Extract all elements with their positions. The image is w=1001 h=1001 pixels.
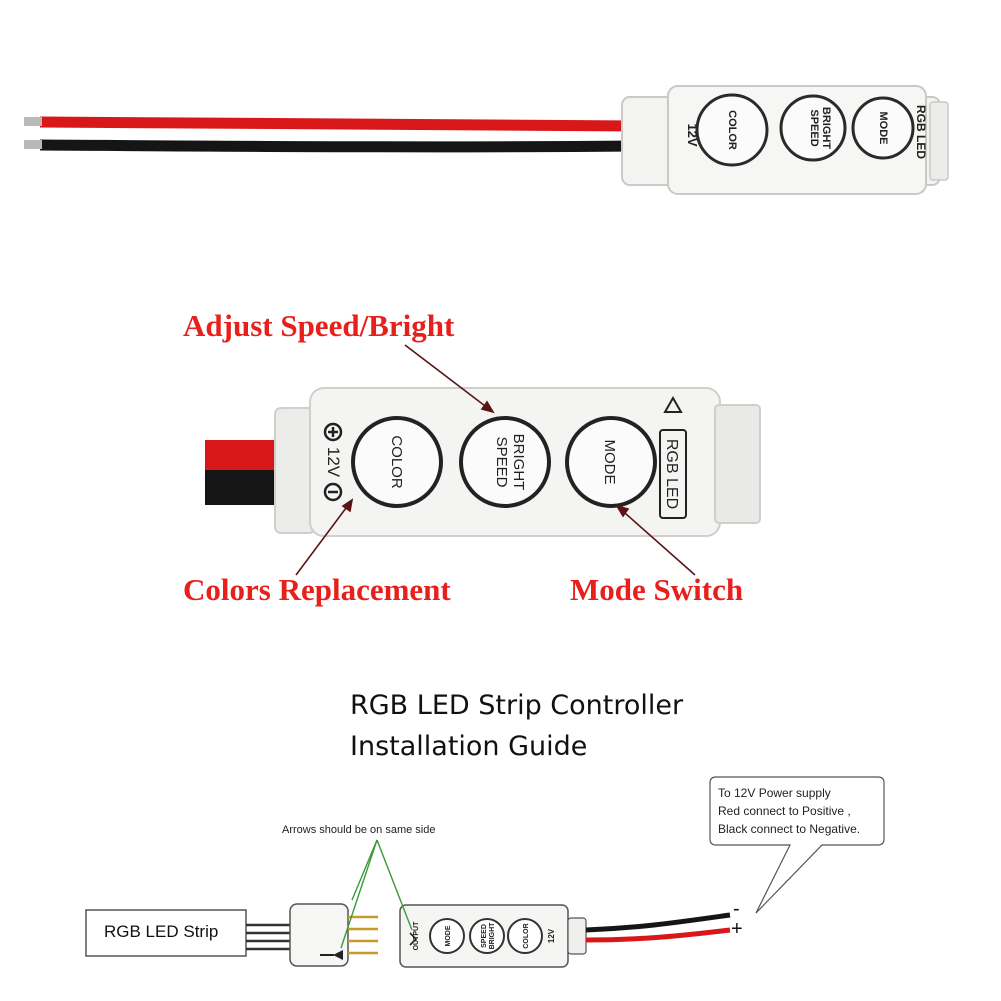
top-color-button <box>695 93 769 167</box>
colors-replacement-label: Colors Replacement <box>183 572 451 607</box>
guide-title-line1: RGB LED Strip Controller <box>350 690 684 721</box>
guide-mode-button <box>429 918 465 954</box>
top-color-text: COLOR <box>726 110 738 150</box>
guide-color-text: COLOR <box>523 923 530 948</box>
power-note-line1: To 12V Power supply <box>718 786 831 800</box>
top-red-wire <box>39 116 641 132</box>
power-note-line3: Black connect to Negative. <box>718 822 861 836</box>
guide-black-wire <box>585 912 731 933</box>
minus-sign: - <box>733 898 740 920</box>
strip-plug <box>289 903 349 967</box>
adjust-speed-bright-label: Adjust Speed/Bright <box>183 308 455 343</box>
guide-speed-text: SPEED <box>481 924 488 948</box>
guide-12v-text: 12V <box>547 928 556 943</box>
top-speed-text: SPEED <box>808 109 820 146</box>
middle-mode-text: MODE <box>601 440 618 485</box>
power-note-line2: Red connect to Positive , <box>718 804 851 818</box>
strip-label: RGB LED Strip <box>104 922 219 941</box>
guide-title-line2: Installation Guide <box>350 731 588 762</box>
middle-color-text: COLOR <box>388 435 405 489</box>
plus-sign: + <box>731 918 743 940</box>
middle-speed-text: SPEED <box>493 437 510 488</box>
guide-output-text: OUTPUT <box>413 921 420 951</box>
middle-rgb-text: RGB LED <box>663 439 680 509</box>
top-mode-button <box>851 96 915 160</box>
middle-12v-text: 12V <box>324 447 343 478</box>
top-12v-text: 12V <box>685 123 700 146</box>
top-mode-text: MODE <box>877 112 889 145</box>
middle-mode-button <box>565 416 657 508</box>
mode-switch-label: Mode Switch <box>570 572 744 607</box>
guide-red-wire <box>585 927 731 943</box>
middle-speed-button <box>459 416 551 508</box>
top-rgb-text: RGB LED <box>914 105 928 159</box>
guide-color-button <box>507 918 543 954</box>
guide-speed-button <box>469 918 505 954</box>
top-bright-text: BRIGHT <box>820 107 832 149</box>
arrows-note: Arrows should be on same side <box>282 824 436 836</box>
middle-color-button <box>351 416 443 508</box>
guide-bright-text: BRIGHT <box>489 922 496 950</box>
top-speed-button <box>779 94 847 162</box>
rgb-led-strip-box <box>85 909 247 957</box>
middle-bright-text: BRIGHT <box>510 434 527 491</box>
top-black-wire <box>39 139 641 153</box>
power-note-bubble <box>709 776 885 914</box>
guide-mode-text: MODE <box>445 925 452 946</box>
